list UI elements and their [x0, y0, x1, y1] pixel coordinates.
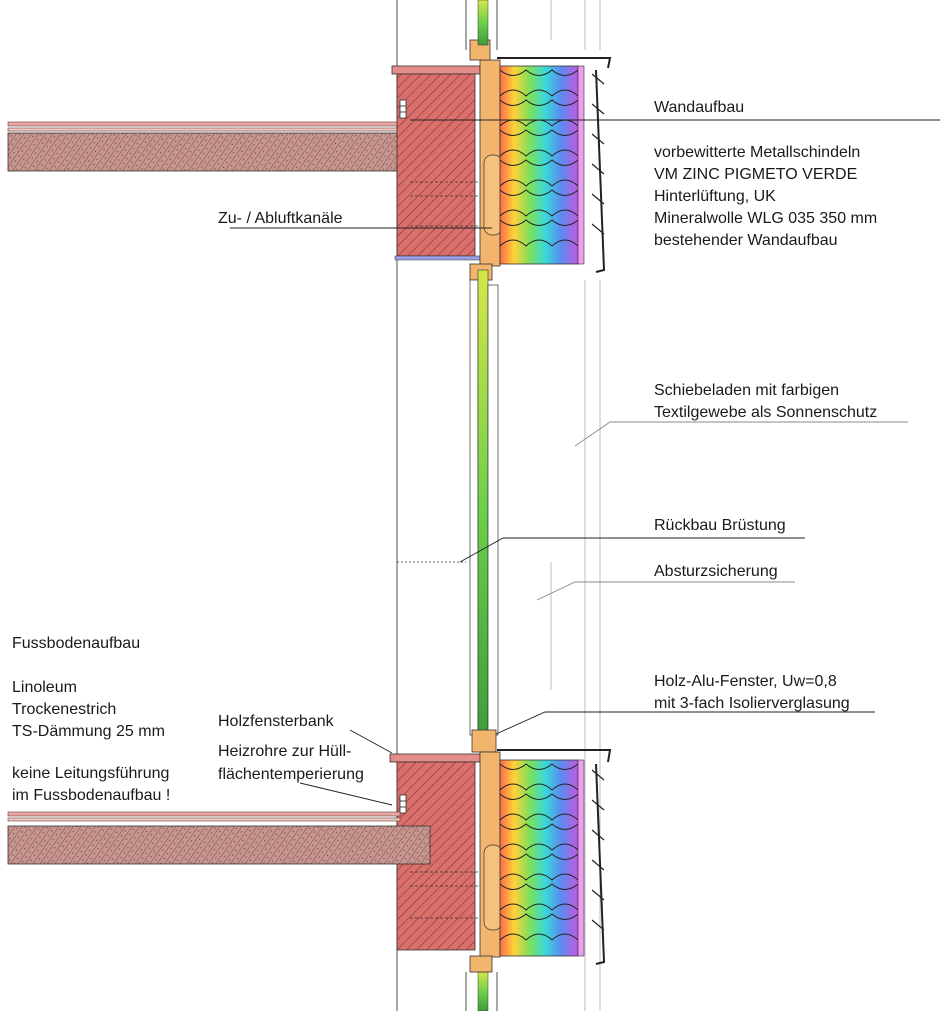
label-absturz: Absturzsicherung: [654, 563, 778, 580]
sliding-shutter: [550, 0, 601, 1011]
label-zu-abluft: Zu- / Abluftkanäle: [218, 210, 343, 227]
label-heizrohre: Heizrohre zur Hüll- flächentemperierung: [218, 743, 364, 783]
fussboden-line-2: Trockenestrich: [12, 701, 116, 718]
label-rueckbau: Rückbau Brüstung: [654, 517, 786, 534]
schiebeladen-line-2: Textilgewebe als Sonnenschutz: [654, 404, 877, 421]
label-fussboden: Fussbodenaufbau Linoleum Trockenestrich …: [12, 635, 170, 804]
wandaufbau-line-5: bestehender Wandaufbau: [654, 232, 838, 249]
upper-floor-slab: [7, 121, 431, 172]
fussboden-line-1: Linoleum: [12, 679, 77, 696]
heizrohre-line-1: Heizrohre zur Hüll-: [218, 743, 351, 760]
fussboden-note-2: im Fussbodenaufbau !: [12, 787, 170, 804]
wandaufbau-line-4: Mineralwolle WLG 035 350 mm: [654, 210, 877, 227]
wandaufbau-title: Wandaufbau: [654, 99, 744, 116]
fussboden-title: Fussbodenaufbau: [12, 635, 140, 652]
fenster-line-2: mit 3-fach Isolierverglasung: [654, 695, 850, 712]
leader-lines: [230, 119, 940, 806]
lower-insulation: [469, 749, 612, 973]
upper-insulation: [469, 39, 612, 281]
label-fenster: Holz-Alu-Fenster, Uw=0,8 mit 3-fach Isol…: [654, 673, 850, 712]
label-schiebeladen: Schiebeladen mit farbigen Textilgewebe a…: [654, 382, 877, 421]
heizrohre-line-2: flächentemperierung: [218, 766, 364, 783]
upper-wall-block: [391, 65, 495, 261]
wandaufbau-line-2: VM ZINC PIGMETO VERDE: [654, 166, 857, 183]
schiebeladen-line-1: Schiebeladen mit farbigen: [654, 382, 839, 399]
label-holzfensterbank: Holzfensterbank: [218, 713, 335, 730]
wandaufbau-line-1: vorbewitterte Metallschindeln: [654, 144, 860, 161]
wandaufbau-line-3: Hinterlüftung, UK: [654, 188, 776, 205]
fussboden-note-1: keine Leitungsführung: [12, 765, 169, 782]
lower-wall-block: [389, 729, 497, 951]
lower-floor-slab: [7, 811, 431, 865]
fenster-line-1: Holz-Alu-Fenster, Uw=0,8: [654, 673, 837, 690]
label-wandaufbau: Wandaufbau vorbewitterte Metallschindeln…: [654, 99, 877, 249]
fussboden-line-3: TS-Dämmung 25 mm: [12, 723, 165, 740]
